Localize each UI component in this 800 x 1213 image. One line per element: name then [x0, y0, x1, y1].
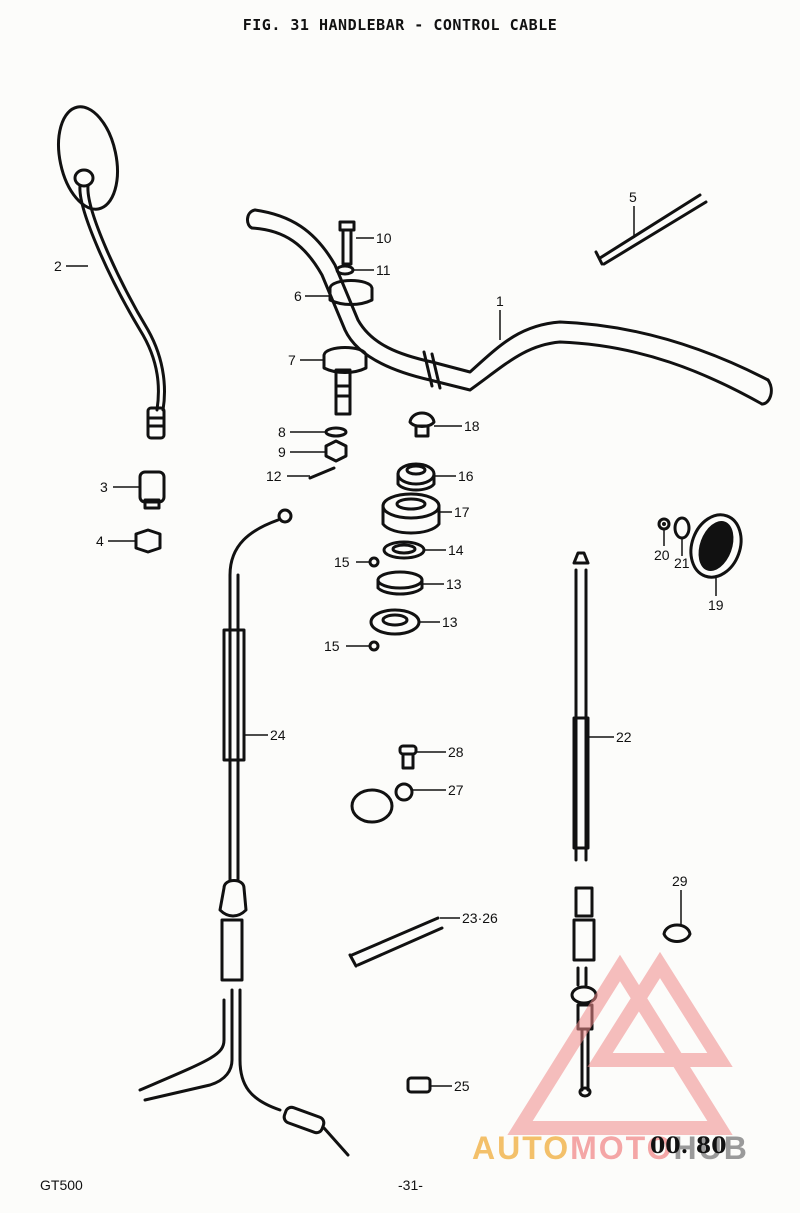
lock-washer	[335, 264, 355, 276]
callout-13-upper: 13	[446, 576, 462, 592]
cable-5	[598, 193, 702, 260]
callout-1: 1	[496, 293, 504, 309]
mirror-stem	[78, 184, 160, 412]
washer-20	[657, 517, 671, 531]
switch-knob-19	[689, 513, 743, 579]
clamp-27	[350, 788, 394, 824]
mirror-nut	[134, 528, 162, 554]
holder-bolt	[341, 228, 353, 266]
callout-14: 14	[448, 542, 464, 558]
callout-24: 24	[270, 727, 286, 743]
ring-13-upper	[376, 570, 424, 590]
callout-3: 3	[100, 479, 108, 495]
callout-15-upper: 15	[334, 554, 350, 570]
washer-21	[673, 516, 691, 540]
callout-15-lower: 15	[324, 638, 340, 654]
model-label: GT500	[40, 1177, 83, 1193]
callout-27: 27	[448, 782, 464, 798]
callout-18: 18	[464, 418, 480, 434]
holder-washer	[324, 426, 348, 438]
watermark-logo	[507, 951, 733, 1135]
callout-10: 10	[376, 230, 392, 246]
callout-11: 11	[376, 262, 391, 278]
callout-21: 21	[674, 555, 690, 571]
callout-19: 19	[708, 597, 724, 613]
pin	[308, 466, 336, 480]
callout-2: 2	[54, 258, 62, 274]
mirror-adaptor	[138, 470, 166, 504]
callout-6: 6	[294, 288, 302, 304]
mirror-stem-inner	[86, 184, 166, 412]
watermark-text: AUTOMOTOHUB	[472, 1130, 749, 1166]
mirror-head	[57, 105, 119, 211]
cable-22-end	[572, 551, 590, 565]
callout-25: 25	[454, 1078, 470, 1094]
callout-28: 28	[448, 744, 464, 760]
upper-holder	[328, 279, 374, 306]
callout-17: 17	[454, 504, 470, 520]
cable-24	[228, 518, 280, 882]
callout-7: 7	[288, 352, 296, 368]
cap-18	[408, 411, 436, 428]
callout-23-26: 23·26	[462, 910, 498, 926]
holder-nut	[324, 439, 348, 463]
cable-24-end	[277, 508, 293, 524]
callout-29: 29	[672, 873, 688, 889]
callout-9: 9	[278, 444, 286, 460]
callout-8: 8	[278, 424, 286, 440]
callout-12: 12	[266, 468, 282, 484]
mirror-mount	[73, 168, 95, 188]
figure-title: FIG. 31 HANDLEBAR - CONTROL CABLE	[242, 16, 558, 34]
clip-25	[406, 1076, 432, 1094]
mirror-threaded-end	[146, 406, 166, 440]
callout-16: 16	[458, 468, 474, 484]
ball-15-lower	[368, 640, 380, 652]
lower-holder	[322, 346, 368, 374]
callout-4: 4	[96, 533, 104, 549]
callout-5: 5	[629, 189, 637, 205]
cable-23-26	[350, 916, 440, 957]
handlebar	[253, 208, 770, 382]
ball-15-upper	[368, 556, 380, 568]
callout-20: 20	[654, 547, 670, 563]
cap-29	[662, 923, 692, 943]
callout-22: 22	[616, 729, 632, 745]
callout-13-lower: 13	[442, 614, 458, 630]
date-stamp: 00. 80	[650, 1133, 727, 1159]
page-number: -31-	[398, 1177, 423, 1193]
